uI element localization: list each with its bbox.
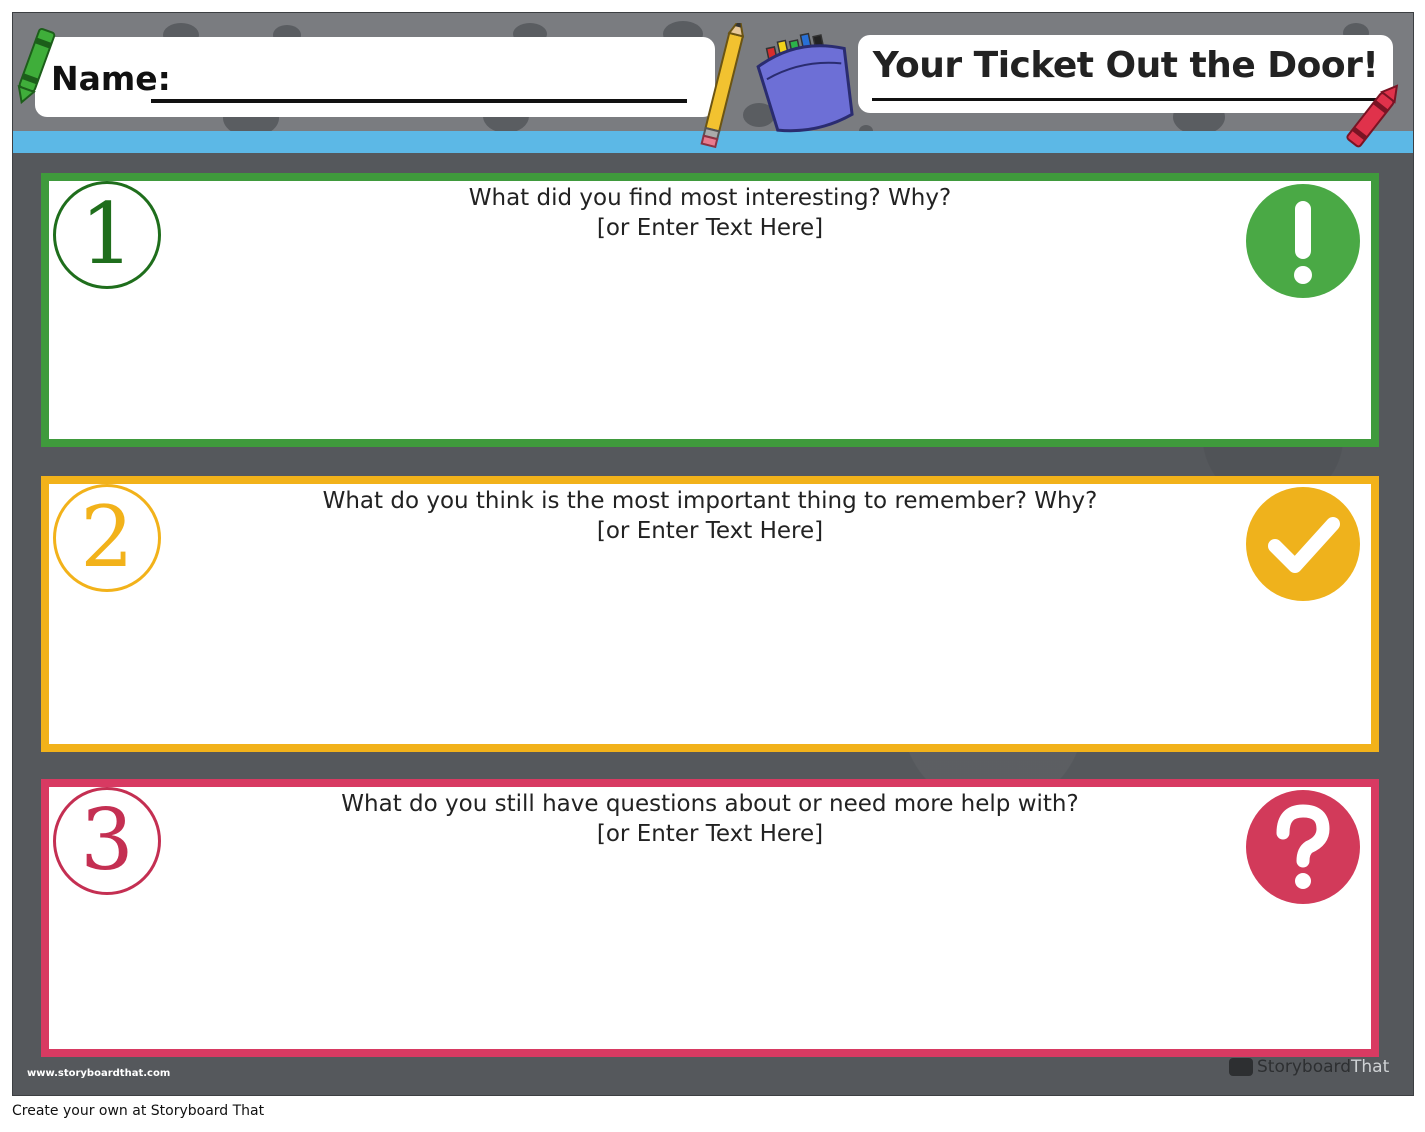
question-text-3: What do you still have questions about o… (341, 791, 1079, 817)
name-box: Name: (35, 37, 715, 117)
create-your-own-link[interactable]: Create your own at Storyboard That (12, 1103, 265, 1119)
section-frame-3 (41, 779, 1379, 1057)
crayon-box-icon (756, 32, 854, 133)
worksheet-poster: Name: Your Ticket Out the Door! (12, 12, 1414, 1096)
section-question-2[interactable]: What do you think is the most important … (41, 486, 1379, 546)
section-number-2: 2 (53, 484, 161, 592)
section-number-1: 1 (53, 181, 161, 289)
section-card-1: 1 What did you find most interesting? Wh… (41, 173, 1379, 447)
question-text-1: What did you find most interesting? Why? (468, 185, 952, 211)
page-title: Your Ticket Out the Door! (872, 45, 1379, 86)
section-question-3[interactable]: What do you still have questions about o… (41, 789, 1379, 849)
exclamation-icon (1246, 184, 1360, 298)
question-placeholder-3[interactable]: [or Enter Text Here] (596, 821, 824, 847)
title-box: Your Ticket Out the Door! (858, 35, 1393, 113)
green-crayon-icon (17, 27, 56, 105)
question-placeholder-2[interactable]: [or Enter Text Here] (596, 518, 824, 544)
pencil-icon (700, 23, 745, 149)
section-number-3: 3 (53, 787, 161, 895)
title-underline (872, 98, 1382, 101)
section-frame-1 (41, 173, 1379, 447)
speech-bubble-icon (1229, 1058, 1253, 1076)
section-question-1[interactable]: What did you find most interesting? Why?… (41, 183, 1379, 243)
checkmark-icon (1246, 487, 1360, 601)
red-crayon-icon (1346, 84, 1399, 148)
question-mark-icon (1246, 790, 1360, 904)
section-card-2: 2 What do you think is the most importan… (41, 476, 1379, 752)
name-input-line[interactable] (151, 99, 687, 103)
logo-text-that: That (1351, 1057, 1390, 1077)
section-card-3: 3 What do you still have questions about… (41, 779, 1379, 1057)
question-text-2: What do you think is the most important … (322, 488, 1098, 514)
name-label: Name: (51, 59, 171, 98)
question-placeholder-1[interactable]: [or Enter Text Here] (596, 215, 824, 241)
section-frame-2 (41, 476, 1379, 752)
logo-text-storyboard: Storyboard (1257, 1057, 1351, 1077)
footer-url[interactable]: www.storyboardthat.com (27, 1068, 171, 1079)
storyboardthat-logo[interactable]: StoryboardThat (1229, 1057, 1389, 1083)
